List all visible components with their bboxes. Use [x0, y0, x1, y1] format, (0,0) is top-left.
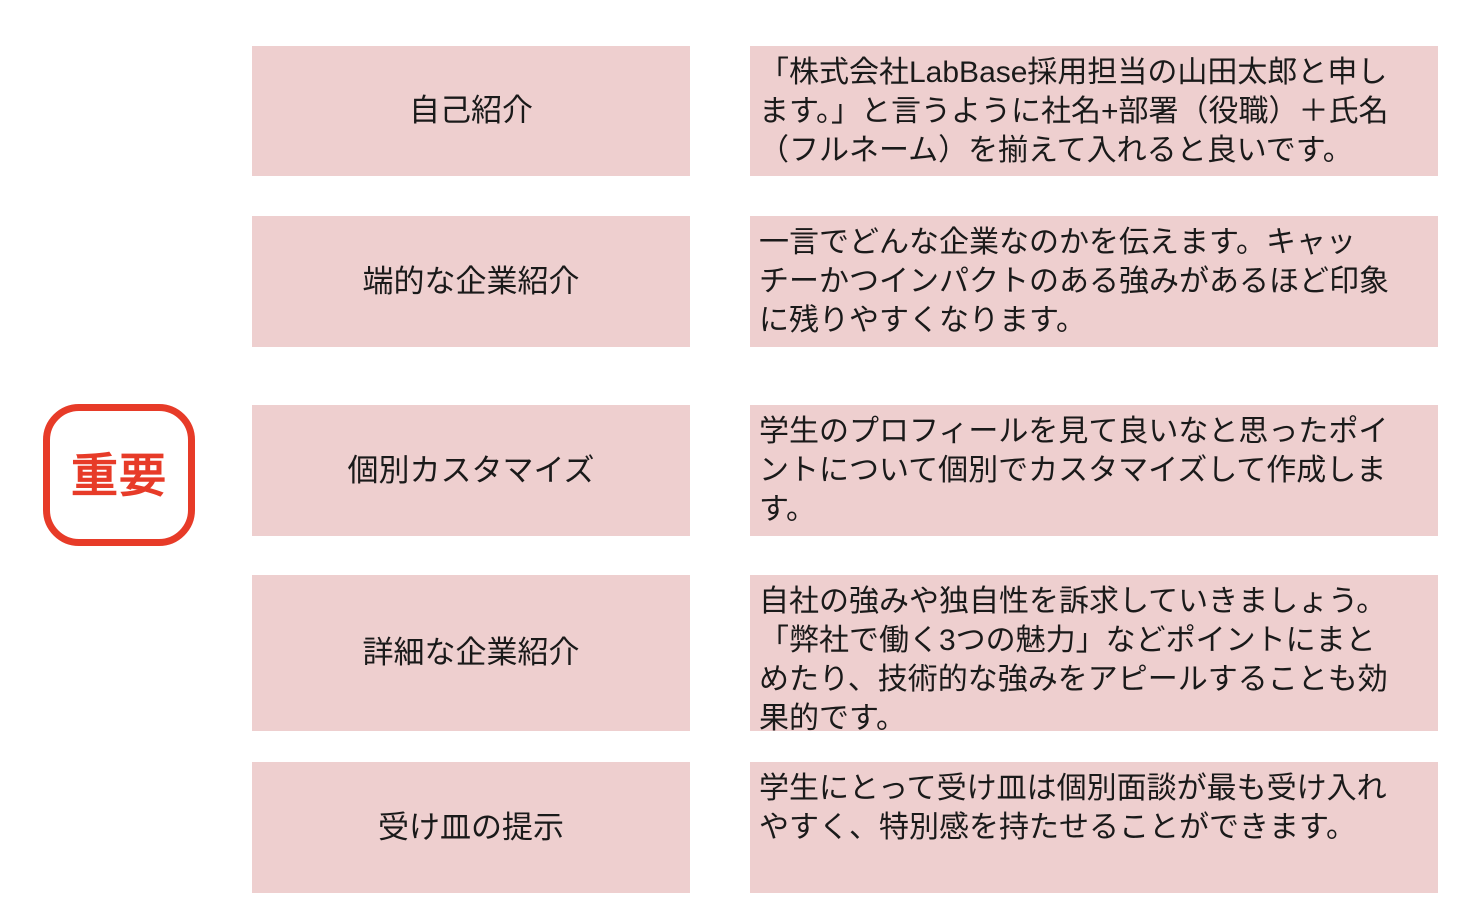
row-title-box: 詳細な企業紹介	[252, 575, 690, 731]
important-badge: 重要	[43, 404, 195, 546]
table-row: 個別カスタマイズ 学生のプロフィールを見て良いなと思ったポイ ントについて個別で…	[0, 405, 1460, 536]
table-row: 自己紹介 「株式会社LabBase採用担当の山田太郎と申し ます。」と言うように…	[0, 46, 1460, 176]
table-row: 受け皿の提示 学生にとって受け皿は個別面談が最も受け入れ やすく、特別感を持たせ…	[0, 762, 1460, 893]
row-description-box: 学生にとって受け皿は個別面談が最も受け入れ やすく、特別感を持たせることができま…	[750, 762, 1438, 893]
row-description: 学生にとって受け皿は個別面談が最も受け入れ やすく、特別感を持たせることができま…	[759, 772, 1387, 844]
row-description-box: 一言でどんな企業なのかを伝えます。キャッ チーかつインパクトのある強みがあるほど…	[750, 216, 1438, 347]
row-title: 自己紹介	[409, 93, 533, 129]
row-title: 端的な企業紹介	[362, 263, 580, 299]
table-row: 端的な企業紹介 一言でどんな企業なのかを伝えます。キャッ チーかつインパクトのあ…	[0, 216, 1460, 347]
row-title-box: 端的な企業紹介	[252, 216, 690, 347]
row-title-box: 受け皿の提示	[252, 762, 690, 893]
row-description-box: 自社の強みや独自性を訴求していきましょう。 「弊社で働く3つの魅力」などポイント…	[750, 575, 1438, 735]
row-description: 一言でどんな企業なのかを伝えます。キャッ チーかつインパクトのある強みがあるほど…	[759, 226, 1389, 337]
row-title-box: 個別カスタマイズ	[252, 405, 690, 536]
row-title: 詳細な企業紹介	[362, 635, 580, 671]
row-description: 学生のプロフィールを見て良いなと思ったポイ ントについて個別でカスタマイズして作…	[759, 415, 1389, 526]
row-title: 個別カスタマイズ	[347, 452, 595, 488]
row-title-box: 自己紹介	[252, 46, 690, 176]
important-badge-label: 重要	[71, 448, 167, 502]
row-title: 受け皿の提示	[378, 809, 564, 845]
row-description-box: 「株式会社LabBase採用担当の山田太郎と申し ます。」と言うように社名+部署…	[750, 46, 1438, 176]
row-description: 自社の強みや独自性を訴求していきましょう。 「弊社で働く3つの魅力」などポイント…	[759, 585, 1388, 735]
table-row: 詳細な企業紹介 自社の強みや独自性を訴求していきましょう。 「弊社で働く3つの魅…	[0, 575, 1460, 735]
row-description: 「株式会社LabBase採用担当の山田太郎と申し ます。」と言うように社名+部署…	[759, 56, 1389, 167]
row-description-box: 学生のプロフィールを見て良いなと思ったポイ ントについて個別でカスタマイズして作…	[750, 405, 1438, 536]
